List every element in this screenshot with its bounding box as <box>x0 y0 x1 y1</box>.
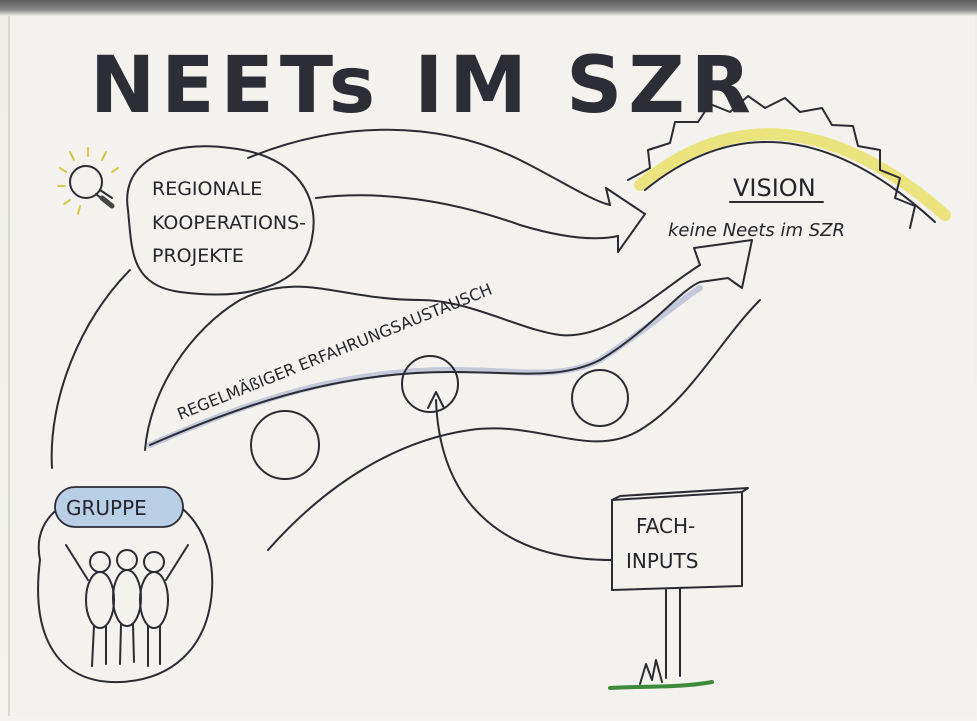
group-label: GRUPPE <box>66 496 147 520</box>
stick-figures-icon <box>65 544 189 667</box>
exchange-label: REGELMÄßIGER ERFAHRUNGSAUSTAUSCH <box>174 280 494 424</box>
group-connector <box>50 269 131 469</box>
projects-bubble <box>126 145 315 296</box>
sun-icon <box>627 95 951 229</box>
paper-sheet <box>8 16 975 716</box>
projects-arrow <box>247 128 646 253</box>
milestone-circle-2 <box>401 355 459 413</box>
page-title: NEETs IM SZR <box>90 41 757 131</box>
projects-line-1: REGIONALE <box>152 178 262 200</box>
vision-heading: VISION <box>733 174 816 202</box>
lightbulb-icon <box>57 147 119 215</box>
vision-subtitle: keine Neets im SZR <box>668 220 845 241</box>
inputs-line-1: FACH- <box>636 514 695 538</box>
projects-line-2: KOOPERATIONS- <box>152 212 306 234</box>
projects-line-3: PROJEKTE <box>152 245 244 267</box>
inputs-arrow <box>427 391 613 561</box>
milestone-circle-3 <box>571 369 629 427</box>
inputs-line-2: INPUTS <box>626 549 698 573</box>
exchange-arrow <box>144 239 761 551</box>
milestone-circle-1 <box>250 410 320 480</box>
group-label-badge <box>54 486 184 528</box>
